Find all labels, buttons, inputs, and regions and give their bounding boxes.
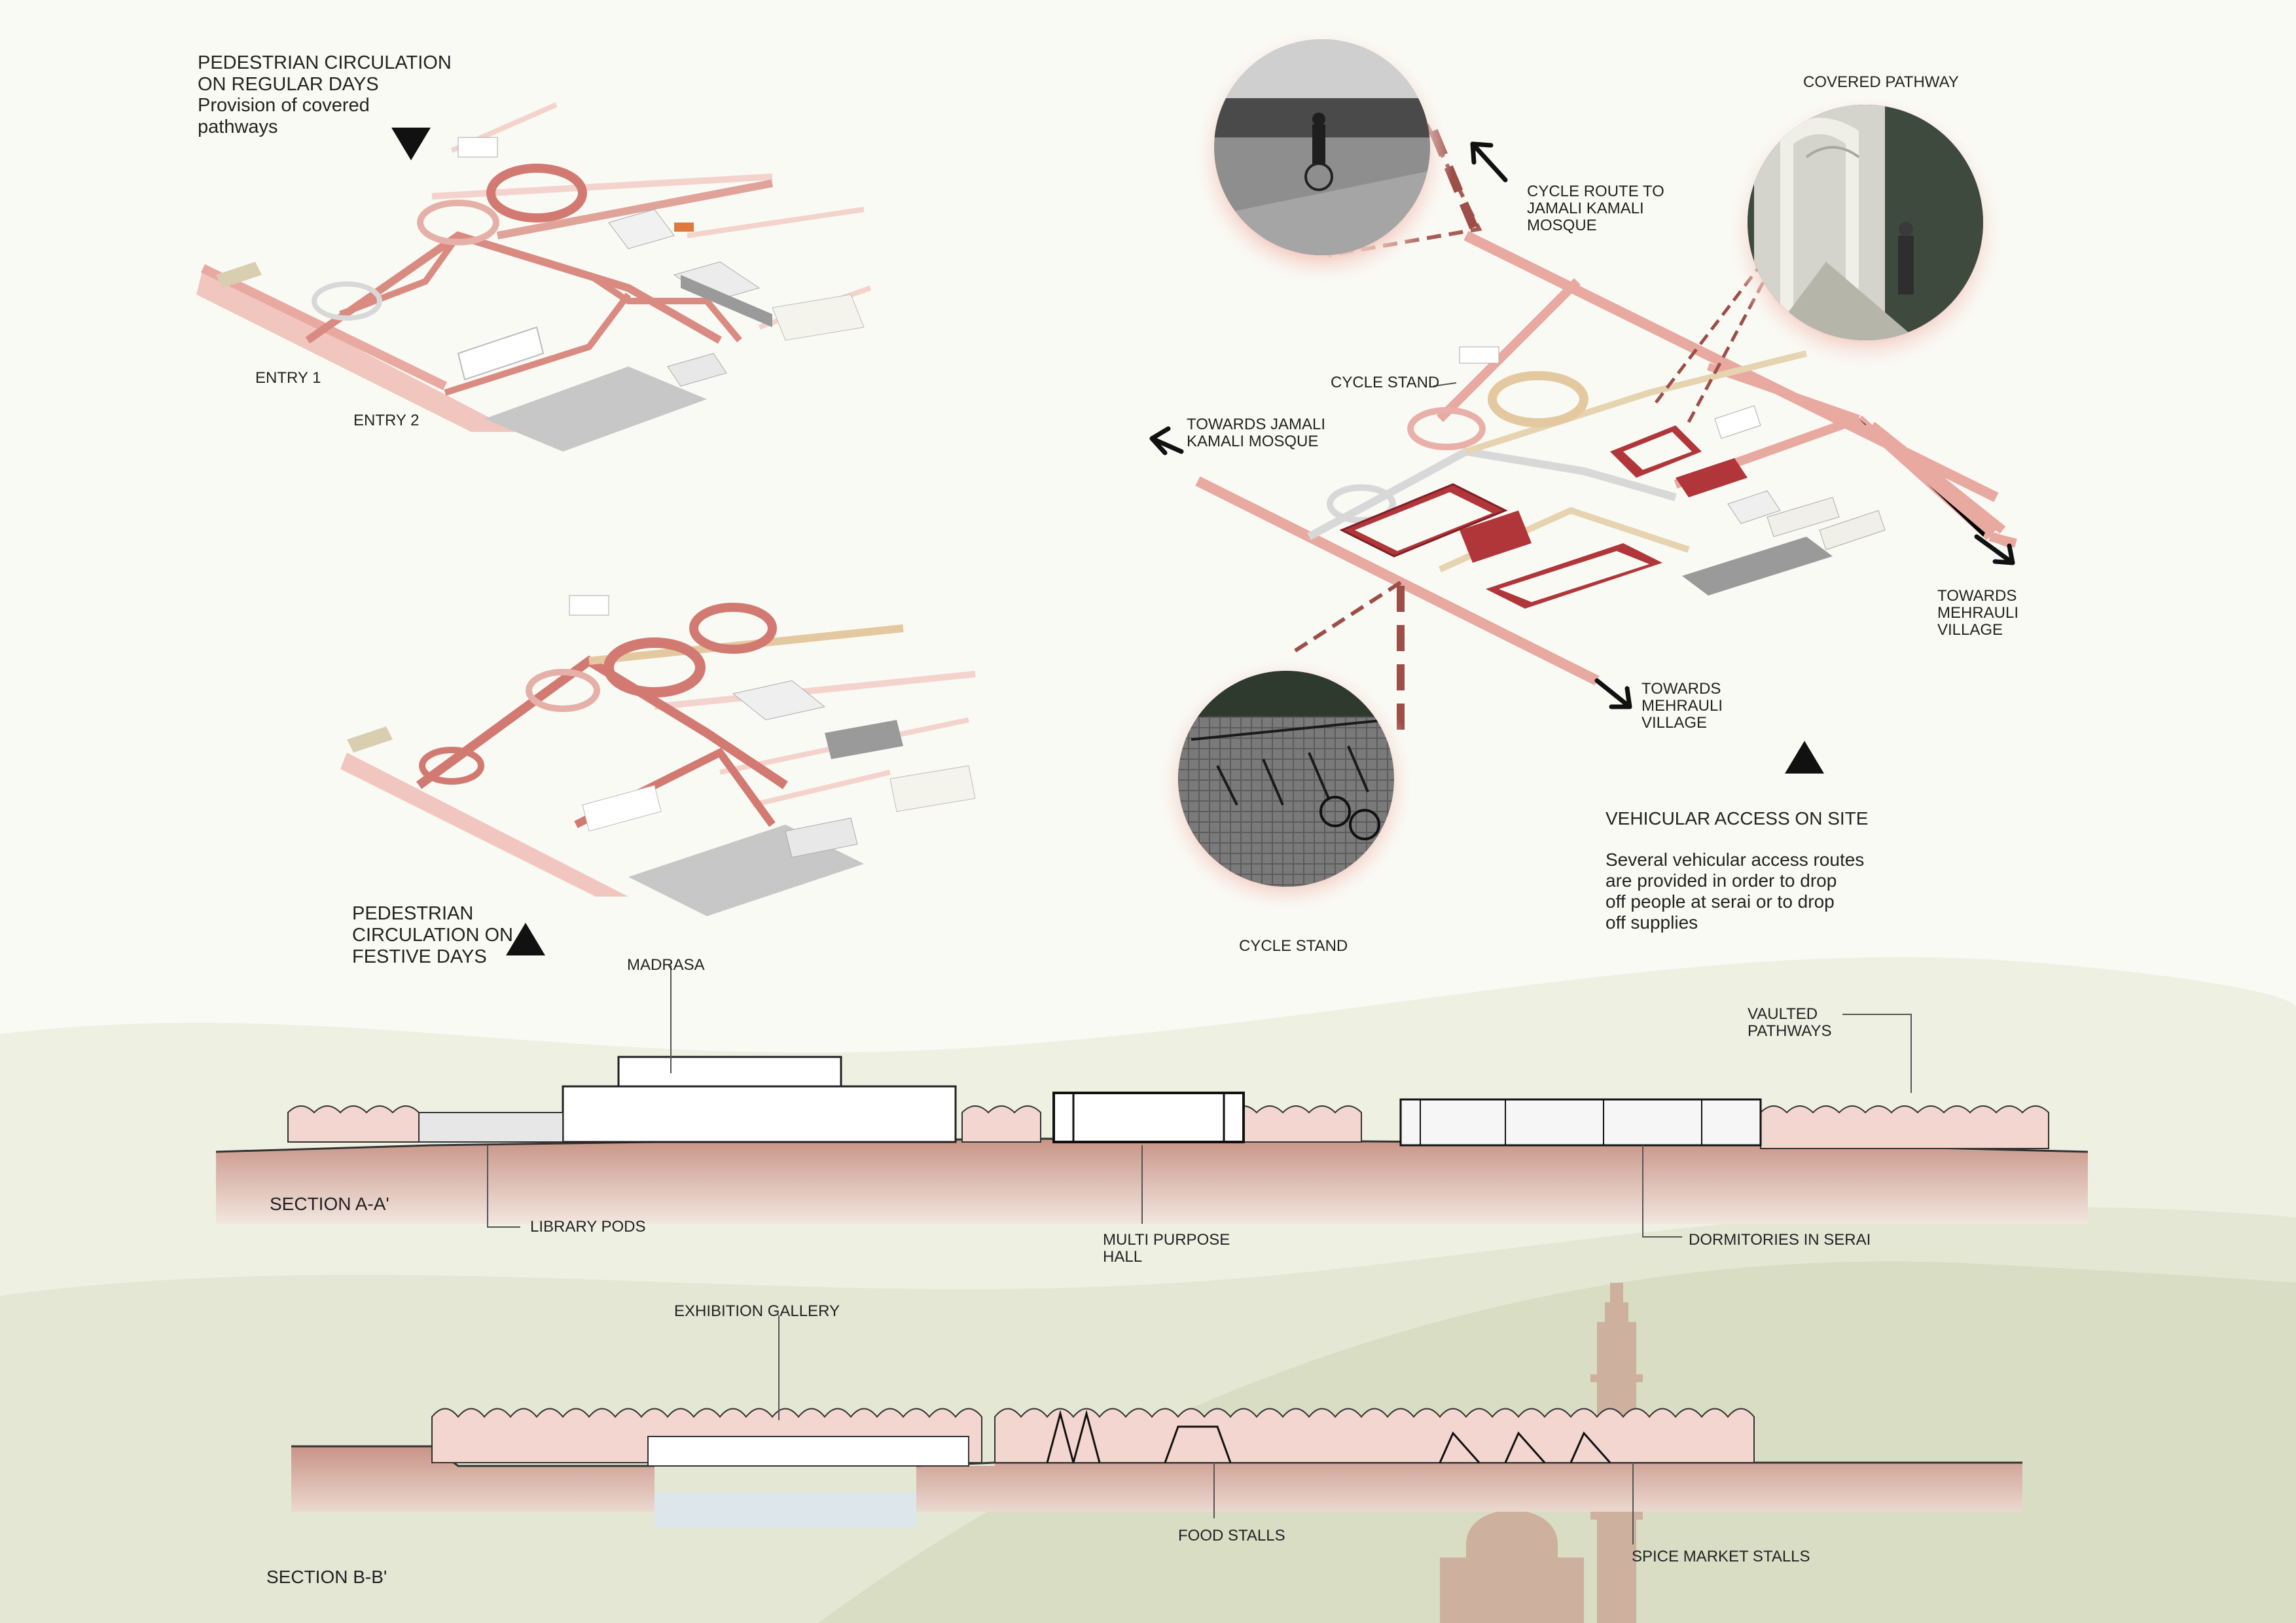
towards-mehrauli-bottom-label: TOWARDS MEHRAULI VILLAGE xyxy=(1641,680,1723,732)
ghost-minaret-silhouette xyxy=(1440,1283,1643,1623)
axonometric-regular-days xyxy=(196,102,872,452)
north-arrow-icon xyxy=(1785,741,1824,774)
north-arrow-icon xyxy=(391,128,431,160)
entry-1-label: ENTRY 1 xyxy=(255,369,321,387)
exhibition-gallery-label: EXHIBITION GALLERY xyxy=(674,1302,840,1320)
section-aa-title: SECTION A-A' xyxy=(270,1194,389,1214)
axonometric-vehicular-access xyxy=(1195,123,2017,733)
vehicular-access-body: Several vehicular access routes are prov… xyxy=(1605,849,1865,933)
north-arrow-icon xyxy=(506,923,545,955)
background-hills xyxy=(0,957,2296,1623)
ped-festive-title: PEDESTRIAN CIRCULATION ON FESTIVE DAYS xyxy=(352,903,513,967)
vehicular-access-title: VEHICULAR ACCESS ON SITE xyxy=(1605,808,1869,829)
towards-jamali-label: TOWARDS JAMALI KAMALI MOSQUE xyxy=(1187,416,1326,450)
cycle-stand-bottom-label: CYCLE STAND xyxy=(1239,937,1348,955)
entry-2-label: ENTRY 2 xyxy=(353,412,420,429)
ped-regular-title: PEDESTRIAN CIRCULATION ON REGULAR DAYS xyxy=(198,52,452,95)
dormitories-label: DORMITORIES IN SERAI xyxy=(1689,1231,1871,1249)
section-aa-drawing xyxy=(215,965,2089,1238)
photo-cycle-stand xyxy=(1155,654,1417,916)
multi-purpose-hall-label: MULTI PURPOSE HALL xyxy=(1103,1231,1230,1266)
axonometric-festive-days xyxy=(340,595,976,916)
spice-market-label: SPICE MARKET STALLS xyxy=(1632,1548,1810,1565)
covered-pathway-label: COVERED PATHWAY xyxy=(1803,73,1959,91)
arrow-icon xyxy=(1149,141,2015,709)
cycle-route-label: CYCLE ROUTE TO JAMALI KAMALI MOSQUE xyxy=(1527,183,1664,234)
section-bb-drawing xyxy=(291,1315,2022,1544)
cycle-stand-top-label: CYCLE STAND xyxy=(1331,374,1440,391)
section-bb-title: SECTION B-B' xyxy=(266,1567,387,1587)
photo-cycle-route xyxy=(1191,26,1453,288)
library-pods-label: LIBRARY PODS xyxy=(530,1218,646,1236)
ped-regular-subtitle: Provision of covered pathways xyxy=(198,95,370,137)
towards-mehrauli-right-label: TOWARDS MEHRAULI VILLAGE xyxy=(1937,587,2019,639)
vaulted-pathways-label: VAULTED PATHWAYS xyxy=(1748,1005,1832,1040)
madrasa-label: MADRASA xyxy=(627,956,705,974)
photo-covered-pathway xyxy=(1725,92,2006,373)
food-stalls-label: FOOD STALLS xyxy=(1178,1527,1285,1544)
